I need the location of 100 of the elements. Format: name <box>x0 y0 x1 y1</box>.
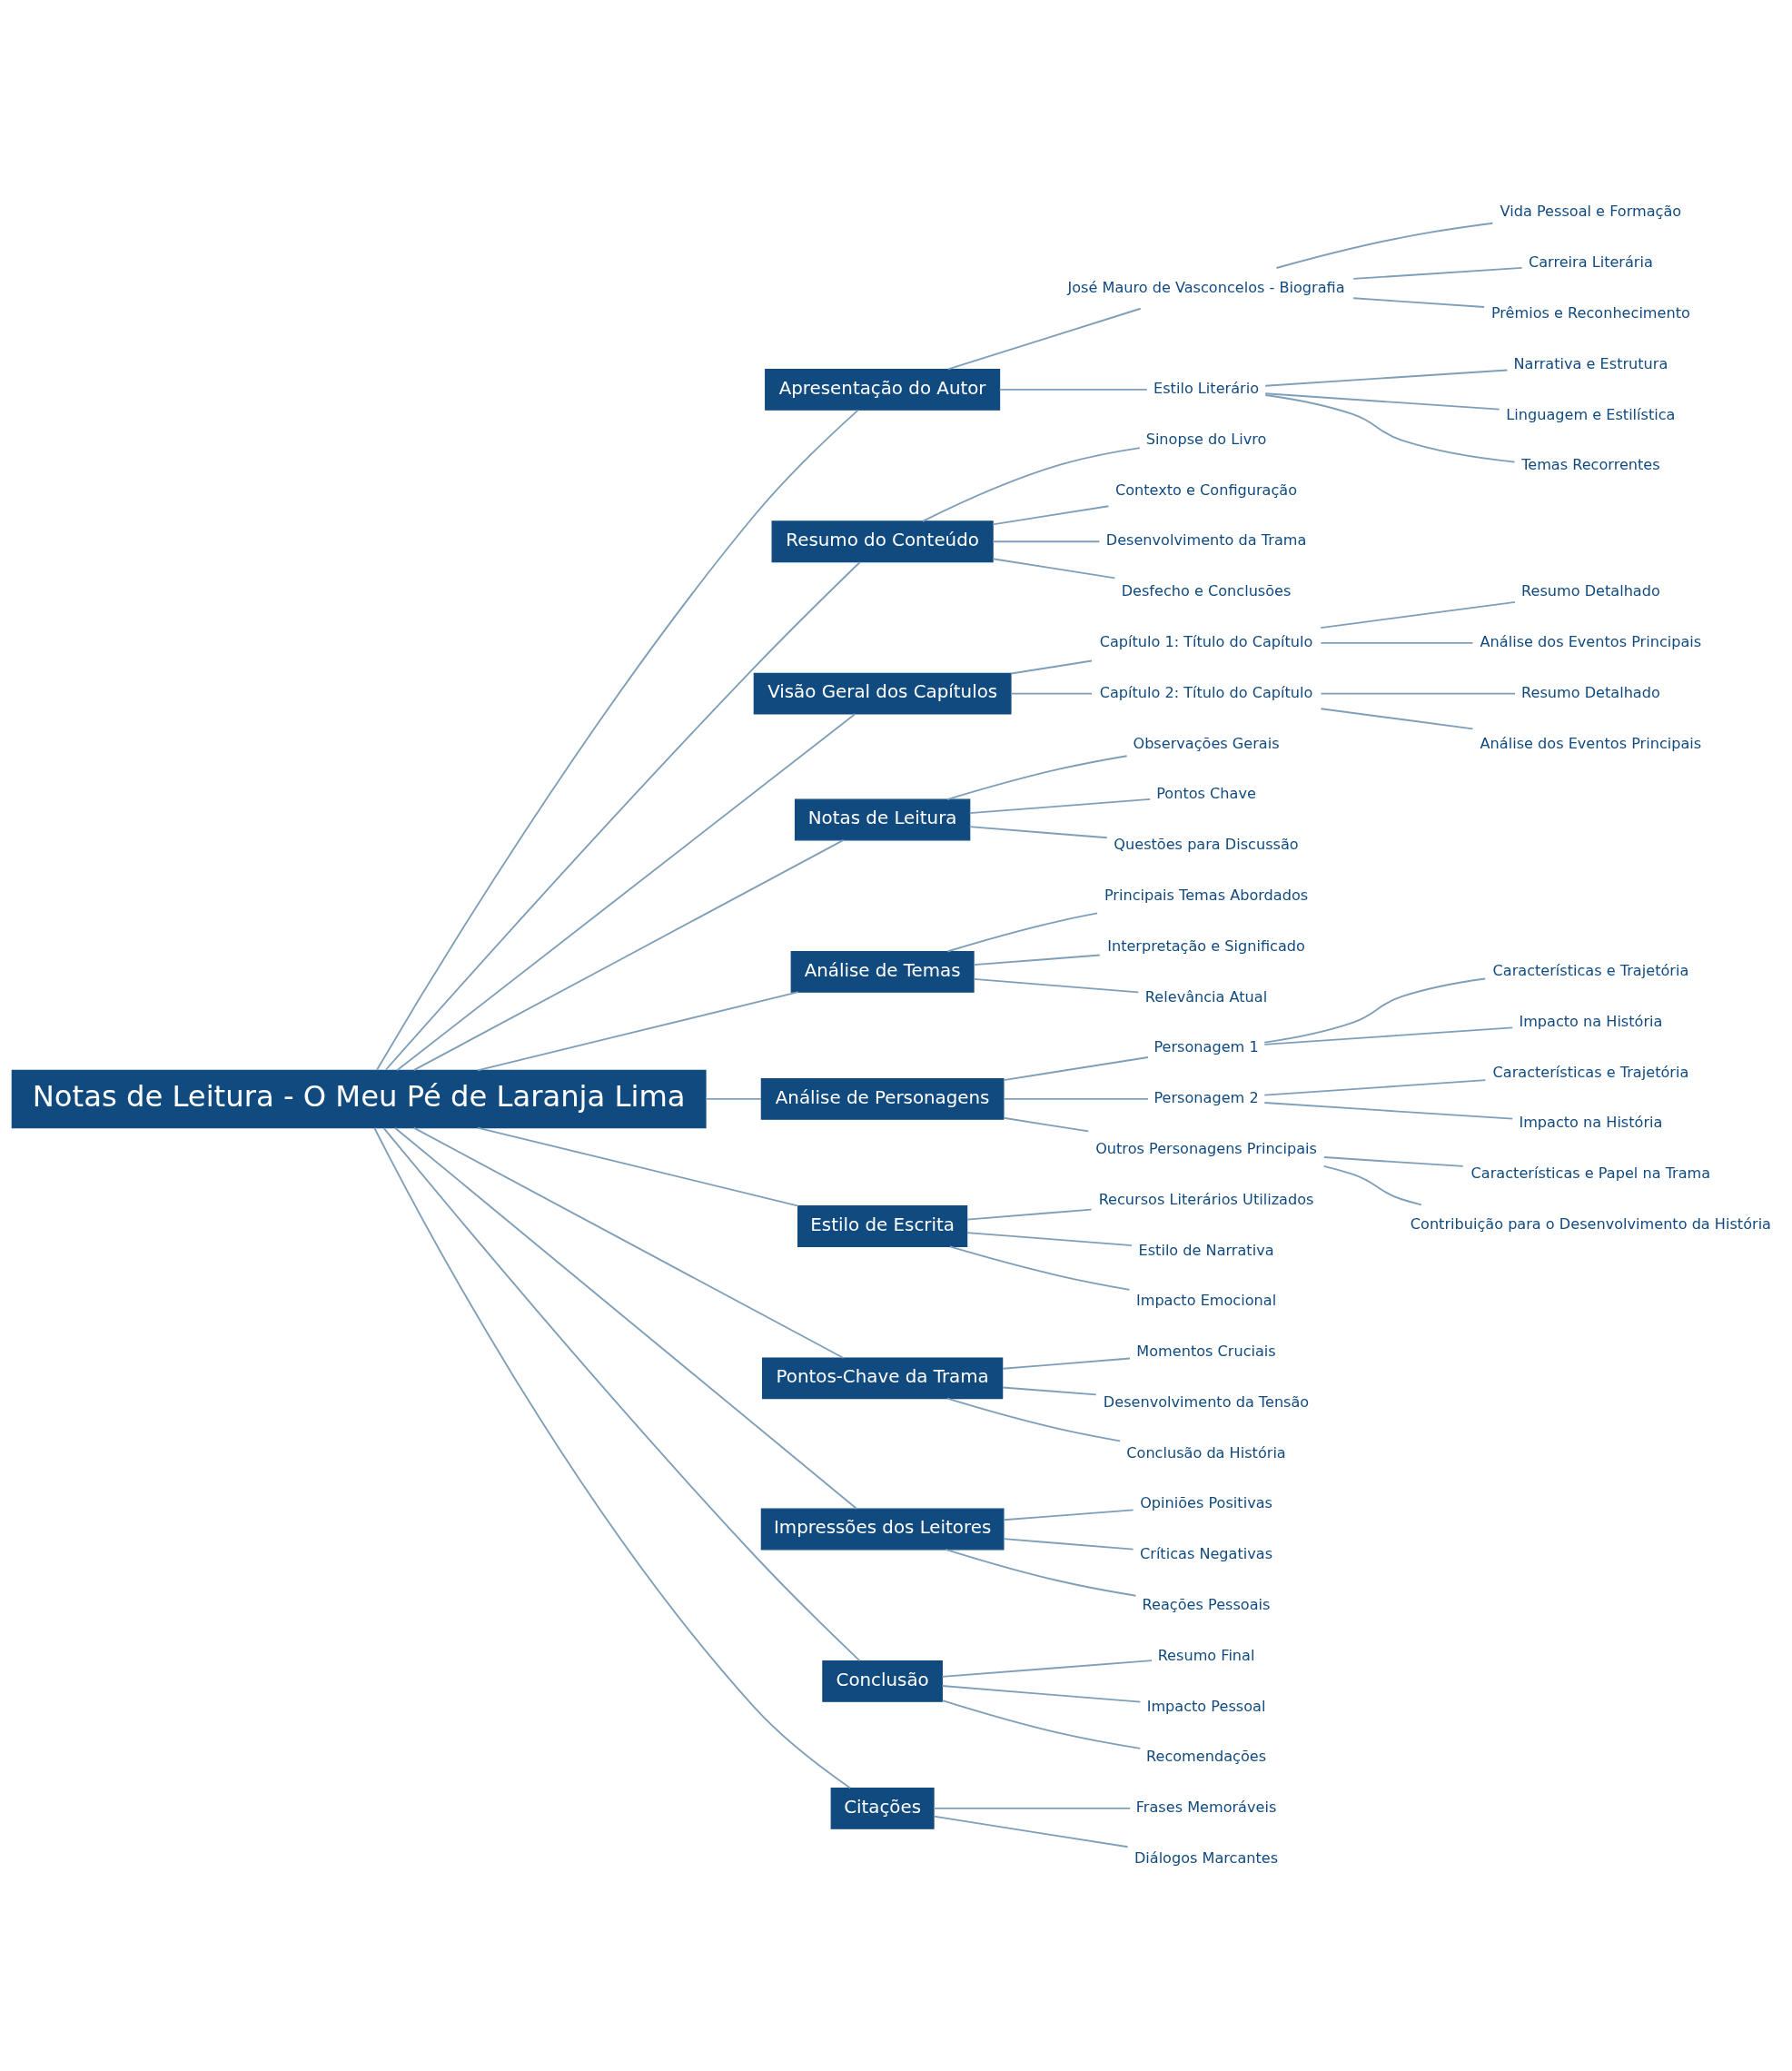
node-box: Notas de Leitura - O Meu Pé de Laranja Lima <box>11 1069 707 1128</box>
node-text: Interpretação e Significado <box>1107 936 1305 955</box>
connector <box>412 838 845 1071</box>
connector <box>948 1245 1131 1291</box>
node-box: Estilo de Escrita <box>797 1204 968 1247</box>
connector <box>946 911 1099 952</box>
connector <box>921 446 1141 522</box>
connector <box>1003 1055 1149 1081</box>
connector <box>1010 659 1093 674</box>
node-text: Análise dos Eventos Principais <box>1480 734 1702 752</box>
connector <box>941 1699 1142 1749</box>
node-text: Conclusão da História <box>1126 1443 1286 1462</box>
node-text: Características e Trajetória <box>1492 961 1689 979</box>
connector <box>1263 1078 1487 1096</box>
connector <box>1320 641 1474 644</box>
node-text: Reações Pessoais <box>1142 1595 1271 1613</box>
connector <box>968 798 1152 814</box>
connector <box>1003 1537 1134 1551</box>
connector <box>1263 977 1487 1044</box>
node-text: Vida Pessoal e Formação <box>1500 202 1682 220</box>
connector <box>382 1126 861 1661</box>
connector <box>1003 1097 1149 1100</box>
connector <box>1263 1026 1514 1045</box>
node-text: Personagem 2 <box>1153 1088 1259 1106</box>
connector <box>1352 296 1486 308</box>
node-box: Conclusão <box>822 1660 943 1702</box>
node-box: Impressões dos Leitores <box>760 1508 1005 1550</box>
node-text: Características e Trajetória <box>1492 1063 1689 1081</box>
node-text: Estilo Literário <box>1153 379 1260 397</box>
node-text: Impacto na História <box>1519 1113 1663 1131</box>
connector <box>945 1548 1137 1597</box>
node-box: Apresentação do Autor <box>765 368 1001 411</box>
node-text: Narrativa e Estrutura <box>1513 354 1668 372</box>
connector <box>1010 692 1093 695</box>
connector <box>373 1126 852 1789</box>
connector <box>1002 1386 1097 1395</box>
connector <box>384 560 861 1071</box>
connector <box>705 1097 762 1100</box>
node-text: Contribuição para o Desenvolvimento da História <box>1410 1214 1771 1233</box>
node-text: Temas Recorrentes <box>1521 455 1660 473</box>
connector <box>966 1231 1133 1246</box>
connector <box>966 1208 1093 1221</box>
connector <box>1264 369 1509 387</box>
node-text: Desenvolvimento da Tensão <box>1103 1392 1310 1411</box>
node-box: Visão Geral dos Capítulos <box>753 672 1012 715</box>
node-text: Resumo Final <box>1157 1646 1255 1664</box>
node-text: Resumo Detalhado <box>1521 581 1660 600</box>
connector <box>477 1126 799 1207</box>
node-text: Momentos Cruciais <box>1136 1342 1276 1360</box>
node-text: Recomendações <box>1146 1747 1267 1765</box>
connector <box>947 307 1142 370</box>
connector <box>1003 1116 1090 1132</box>
node-text: Personagem 1 <box>1153 1037 1259 1055</box>
connector <box>394 1126 858 1510</box>
connector <box>992 504 1110 525</box>
connector <box>941 1659 1153 1678</box>
node-text: Carreira Literária <box>1528 253 1653 271</box>
connector <box>973 977 1140 993</box>
node-text: José Mauro de Vasconcelos - Biografia <box>1067 278 1345 296</box>
connector <box>992 557 1116 579</box>
node-text: Estilo de Narrativa <box>1138 1241 1274 1258</box>
node-text: Outros Personagens Principais <box>1095 1139 1317 1157</box>
connector <box>1320 692 1516 695</box>
node-text: Análise dos Eventos Principais <box>1480 632 1702 650</box>
connector <box>933 1807 1132 1809</box>
connector <box>1003 1508 1134 1521</box>
node-text: Impacto Emocional <box>1135 1291 1277 1309</box>
node-text: Desfecho e Conclusões <box>1121 581 1292 600</box>
node-text: Resumo Detalhado <box>1521 683 1660 701</box>
connector <box>1275 222 1494 269</box>
connector <box>376 409 859 1071</box>
node-box: Análise de Temas <box>790 950 975 993</box>
node-text: Impacto na História <box>1519 1012 1663 1030</box>
node-text: Sinopse do Livro <box>1145 430 1267 448</box>
node-box: Notas de Leitura <box>794 798 971 840</box>
node-text: Opiniões Positivas <box>1140 1493 1272 1511</box>
connector <box>933 1815 1129 1848</box>
node-text: Relevância Atual <box>1144 987 1268 1006</box>
node-text: Desenvolvimento da Trama <box>1105 530 1307 549</box>
connector <box>998 388 1148 391</box>
node-text: Frases Memoráveis <box>1135 1798 1277 1816</box>
connector <box>412 1126 845 1359</box>
node-text: Linguagem e Estilística <box>1506 405 1676 423</box>
node-text: Prêmios e Reconhecimento <box>1490 303 1690 322</box>
connector <box>973 954 1101 966</box>
node-text: Capítulo 2: Título do Capítulo <box>1099 683 1313 701</box>
node-box: Pontos-Chave da Trama <box>761 1356 1004 1399</box>
connector <box>1352 266 1523 280</box>
connector <box>946 754 1128 800</box>
node-text: Questões para Discussão <box>1114 835 1299 853</box>
connector <box>941 1684 1142 1703</box>
connector <box>1322 1164 1422 1205</box>
connector <box>968 825 1108 838</box>
node-text: Impacto Pessoal <box>1146 1697 1266 1715</box>
node-text: Observações Gerais <box>1133 734 1280 752</box>
node-box: Citações <box>830 1787 935 1829</box>
node-text: Recursos Literários Utilizados <box>1098 1190 1314 1208</box>
node-text: Diálogos Marcantes <box>1134 1848 1279 1867</box>
node-text: Pontos Chave <box>1156 784 1256 802</box>
node-box: Análise de Personagens <box>760 1077 1005 1120</box>
